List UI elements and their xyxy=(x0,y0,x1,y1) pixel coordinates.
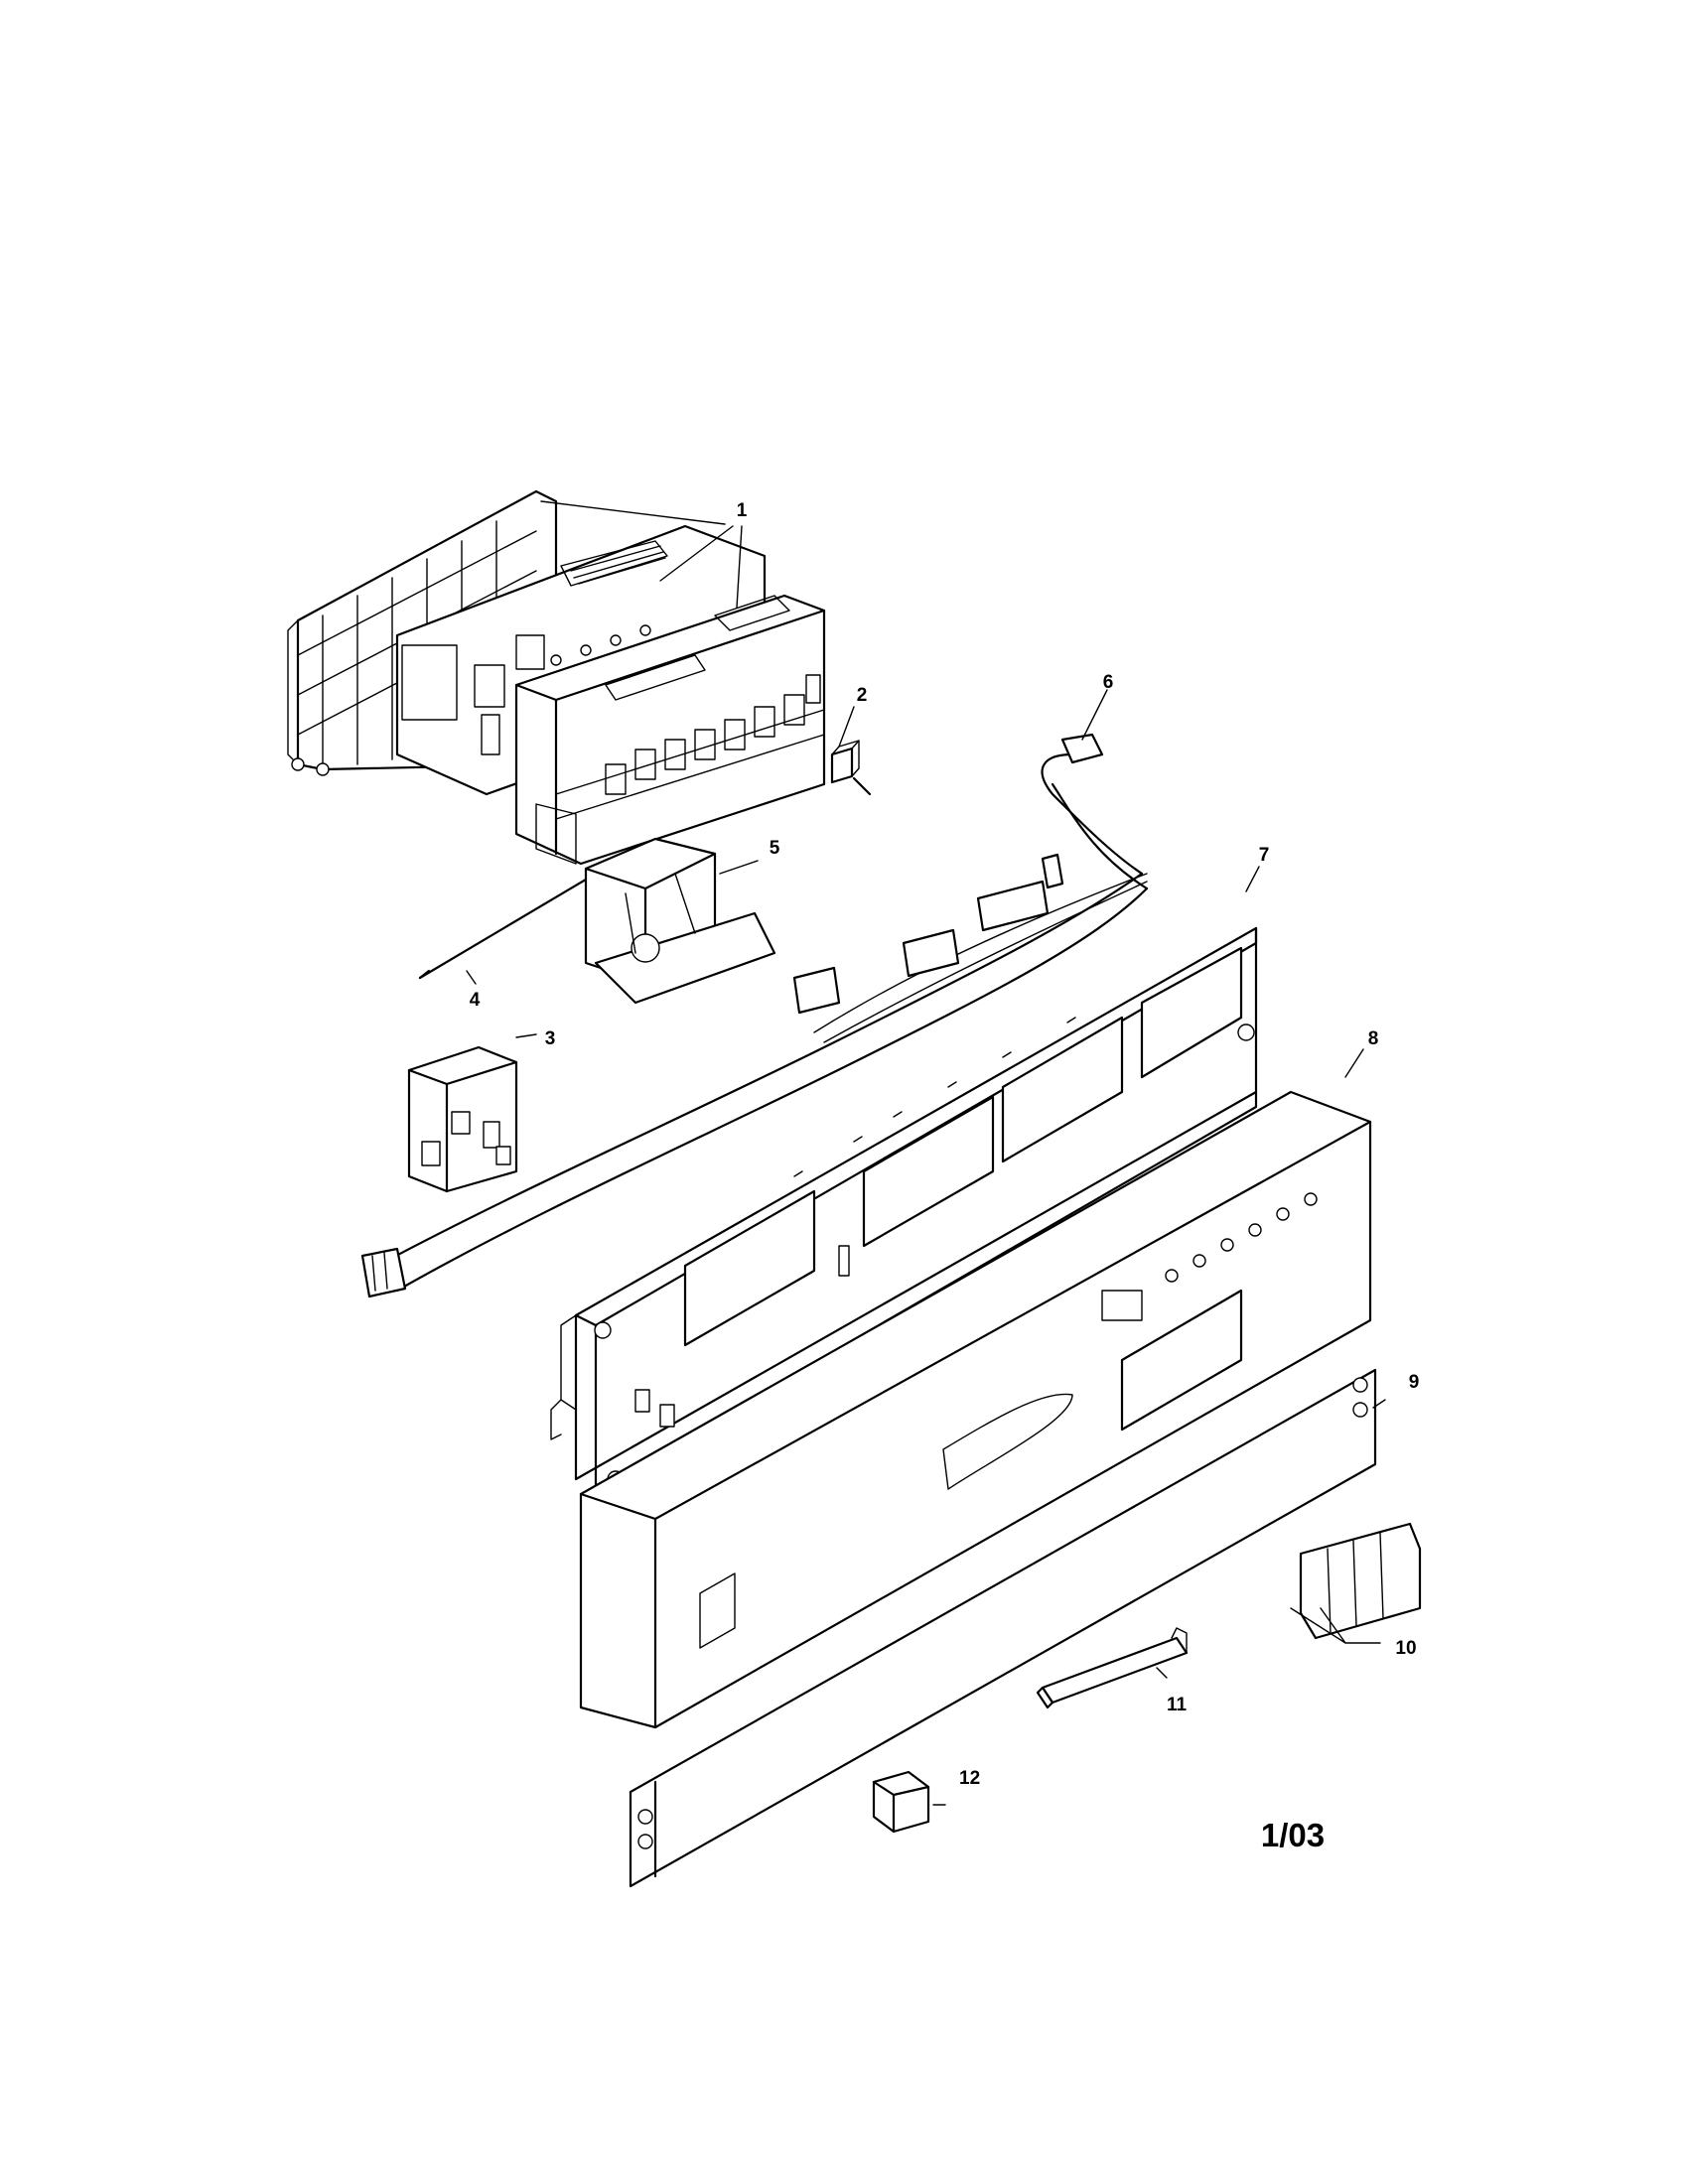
part-10-button-set xyxy=(1299,1522,1422,1640)
part-5-mechanism xyxy=(584,837,776,1005)
callout-2: 2 xyxy=(857,685,868,706)
callout-6: 6 xyxy=(1103,672,1114,693)
part-11-handle-strip xyxy=(1036,1627,1189,1709)
part-1-control-module xyxy=(287,489,826,866)
part-12-cap xyxy=(872,1770,930,1834)
part-8-fascia-panel xyxy=(579,1090,1372,1729)
callout-labels: 1 2 3 4 5 6 7 8 9 10 11 12 xyxy=(470,500,1420,1789)
callout-1: 1 xyxy=(737,500,748,521)
callout-3: 3 xyxy=(545,1028,556,1049)
callout-9: 9 xyxy=(1409,1372,1420,1393)
callout-12: 12 xyxy=(959,1768,980,1789)
leader-lines xyxy=(466,500,1386,1806)
revision-code: 1/03 xyxy=(1261,1817,1325,1853)
part-6-wire-harness xyxy=(360,733,1149,1298)
part-2-clip xyxy=(830,740,872,796)
part-9-trim-strip xyxy=(629,1368,1377,1888)
callout-4: 4 xyxy=(470,990,481,1011)
callout-11: 11 xyxy=(1167,1695,1188,1715)
callout-7: 7 xyxy=(1259,845,1270,866)
part-3-switch xyxy=(407,1045,518,1193)
callout-8: 8 xyxy=(1368,1028,1379,1049)
callout-10: 10 xyxy=(1395,1638,1416,1659)
callout-5: 5 xyxy=(770,838,780,859)
